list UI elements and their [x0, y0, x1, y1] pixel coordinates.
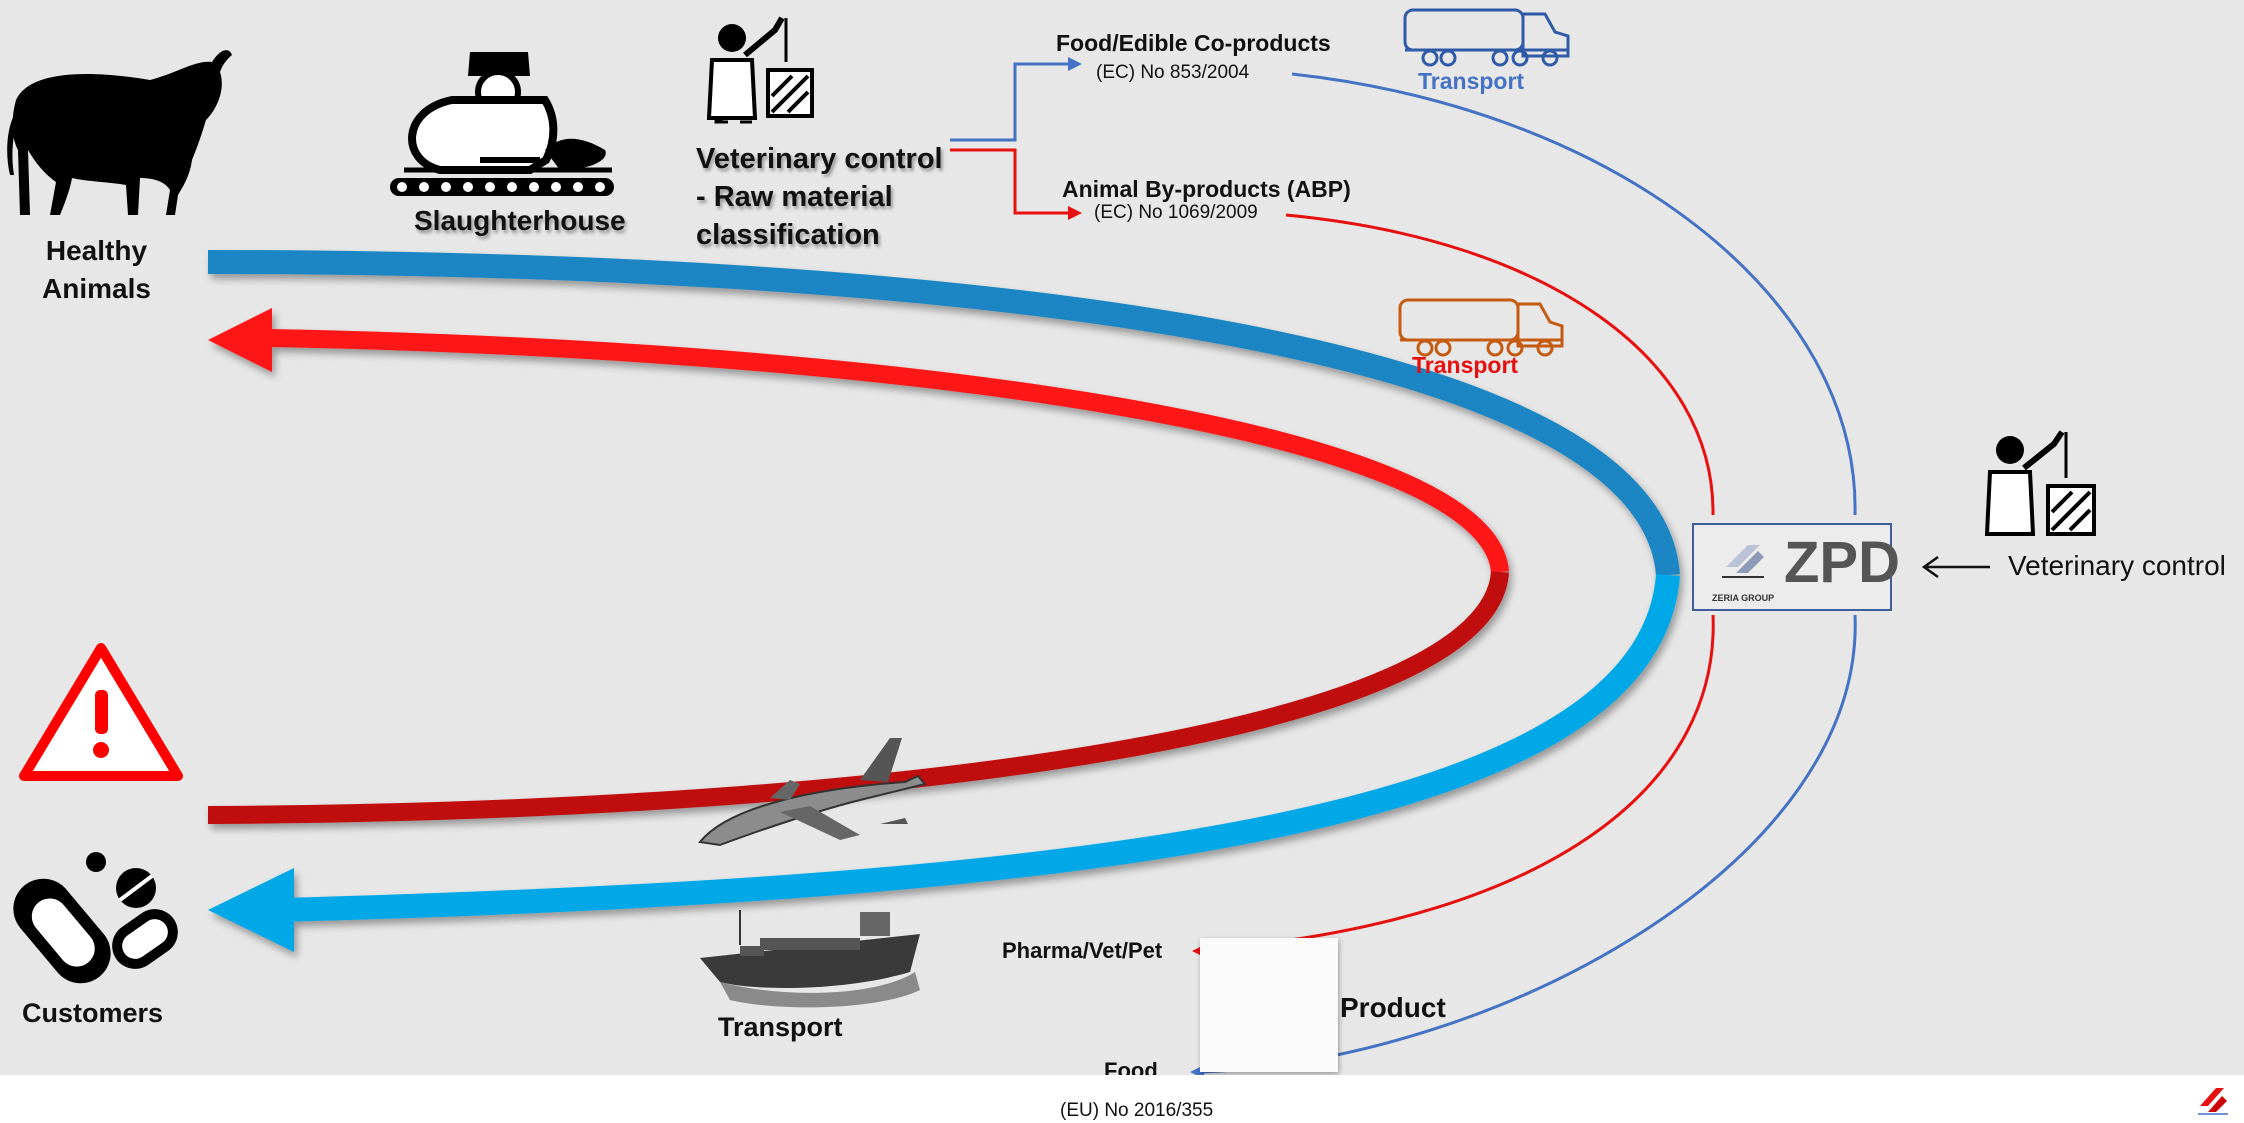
vet-control-arrow: [1921, 555, 1990, 579]
zpd-label: ZPD: [1784, 530, 1900, 595]
product-image-frame: [1200, 938, 1338, 1072]
slaughterhouse-label: Slaughterhouse: [414, 205, 626, 236]
transport-ship-label: Transport: [718, 1012, 843, 1042]
inner-band-bottom: [207, 571, 1509, 824]
abp-regulation: (EC) No 1069/2009: [1094, 202, 1258, 223]
diagram-canvas: ZPD ZERIA GROUP Healthy Animals Slaughte…: [0, 0, 2244, 1075]
outer-band-bottom: [279, 574, 1680, 922]
butcher-icon: [390, 52, 614, 196]
food-coproducts-title: Food/Edible Co-products: [1056, 30, 1331, 56]
food-label: Food: [1104, 1058, 1158, 1075]
outer-band-arrowhead: [208, 868, 294, 952]
cargo-ship-icon: [700, 910, 920, 1008]
outer-flow-band: [207, 250, 1680, 952]
outer-band-top: [207, 250, 1680, 577]
cow-icon: [7, 50, 232, 215]
abp-title: Animal By-products (ABP): [1062, 176, 1351, 202]
inner-band-arrowhead: [208, 308, 272, 372]
vet-control-right-label: Veterinary control: [2008, 550, 2226, 581]
zeria-logo-icon: [2198, 1088, 2228, 1115]
inner-flow-band: [207, 308, 1509, 824]
flow-diagram-svg: [7, 8, 2096, 1075]
healthy-animals-label: Healthy Animals: [42, 235, 151, 304]
veterinarian-icon: [1984, 430, 2096, 536]
pills-icon: [13, 852, 178, 984]
product-label: Product: [1340, 992, 1446, 1023]
zeria-group-label: ZERIA GROUP: [1712, 593, 1775, 603]
vet-control-raw-label: Veterinary control - Raw material classi…: [696, 143, 943, 251]
pharma-vet-pet-label: Pharma/Vet/Pet: [1002, 938, 1163, 963]
footer-regulation: (EU) No 2016/355: [1060, 1100, 1214, 1121]
customers-label: Customers: [22, 998, 164, 1028]
transport-blue-label: Transport: [1418, 68, 1525, 94]
zeria-logo-icon: [1722, 545, 1764, 578]
airplane-icon: [698, 738, 927, 847]
warning-icon: [19, 643, 183, 781]
truck-icon: [1398, 298, 1564, 357]
inner-band-top: [269, 329, 1509, 574]
red-flow-line: [950, 148, 1715, 958]
truck-icon: [1403, 8, 1570, 67]
zpd-box: ZPD ZERIA GROUP: [1692, 523, 1900, 611]
transport-orange-label: Transport: [1412, 352, 1519, 378]
food-coproducts-regulation: (EC) No 853/2004: [1096, 62, 1250, 83]
veterinarian-icon: [706, 16, 814, 124]
